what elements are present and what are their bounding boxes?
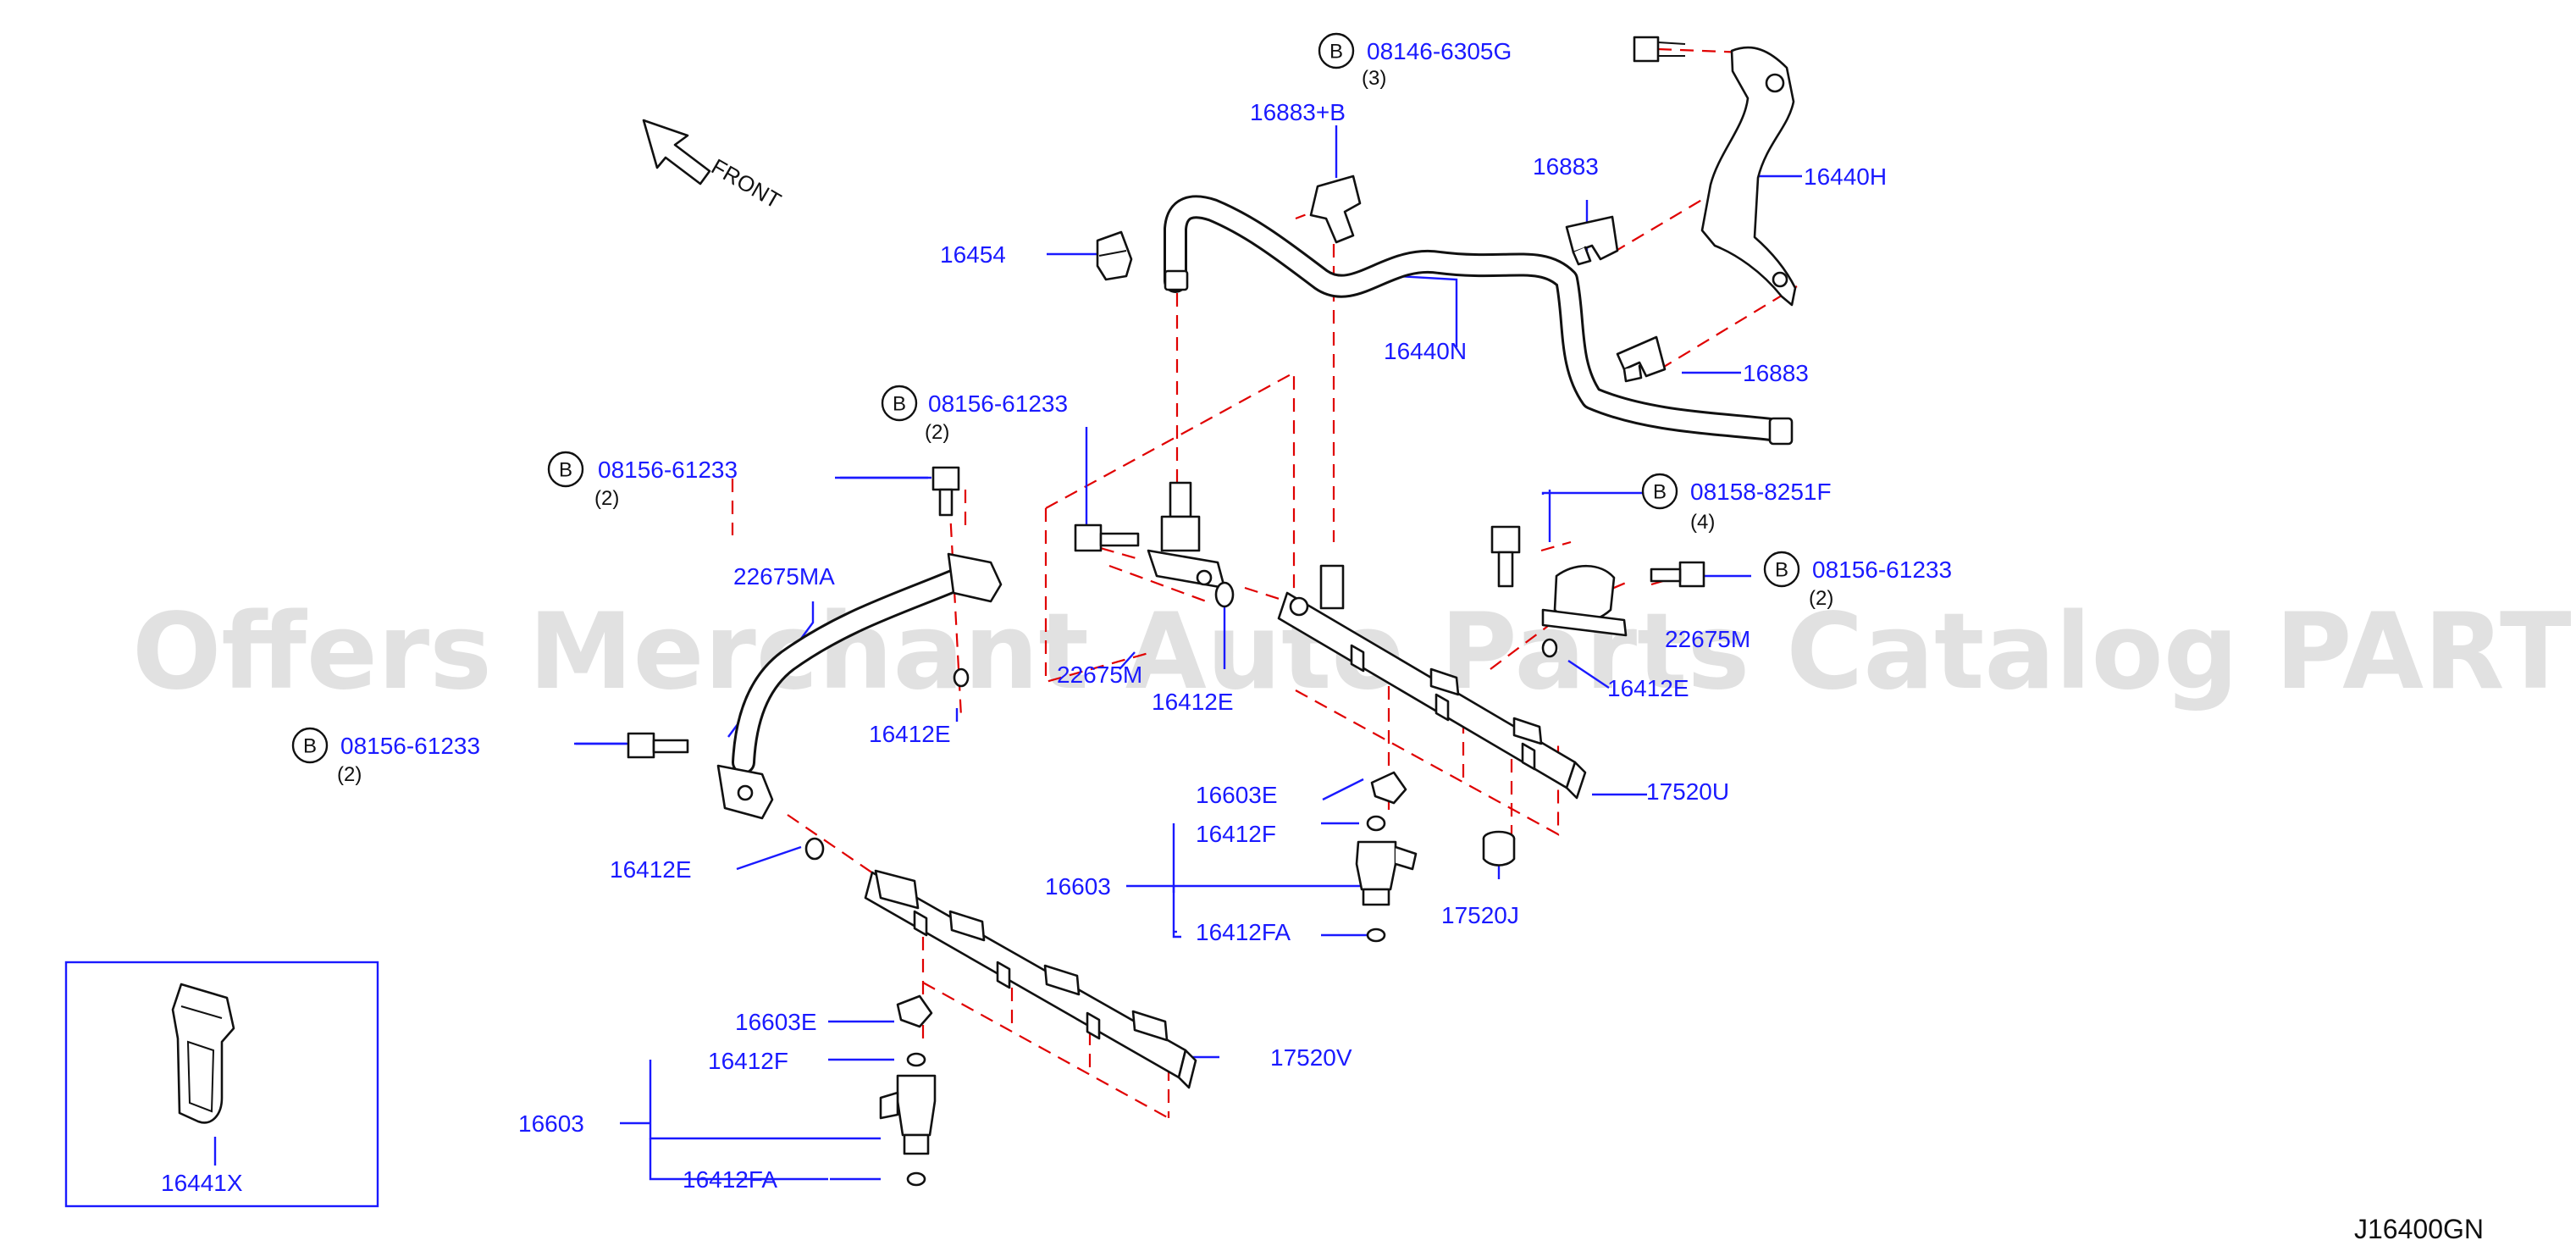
part-label-16412e-b[interactable]: 16412E — [1152, 689, 1234, 715]
bolt-part-number: 08156-61233 — [598, 457, 738, 483]
part-label-16603-a[interactable]: 16603 — [1045, 873, 1111, 900]
fuel-rail-17520u-part — [1277, 564, 1587, 800]
bolt-callout-08146-6305g[interactable]: B 08146-6305G (3) — [1318, 32, 1512, 90]
bolt-marker-b: B — [893, 393, 906, 416]
leader-lines — [213, 125, 1802, 1181]
clip-16883-lower-part — [1616, 335, 1667, 383]
part-label-16412e-a[interactable]: 16412E — [869, 721, 951, 747]
pressure-damper-right-part — [1541, 564, 1628, 637]
bolt-qty: (2) — [925, 421, 949, 444]
bolt-part-number: 08158-8251F — [1690, 479, 1832, 505]
part-label-16883b[interactable]: 16883+B — [1250, 99, 1346, 125]
part-label-16603-b[interactable]: 16603 — [518, 1110, 584, 1137]
clip-16441x-part — [171, 983, 235, 1124]
bolt-marker-b: B — [303, 735, 317, 758]
part-label-17520u[interactable]: 17520U — [1646, 778, 1729, 805]
part-label-16454[interactable]: 16454 — [940, 241, 1006, 268]
bolt-callout-08156-61233-center[interactable]: B 08156-61233 (2) — [881, 385, 1068, 444]
part-label-16883-b[interactable]: 16883 — [1743, 360, 1809, 386]
clip-16603e-parts — [896, 771, 1407, 1028]
front-arrow-icon — [642, 119, 711, 186]
clip-16454-part — [1096, 230, 1133, 281]
alignment-lines — [731, 47, 1798, 1119]
part-label-16412e-c[interactable]: 16412E — [1607, 675, 1689, 701]
bolt-part-number: 08156-61233 — [340, 733, 480, 759]
bolt-part-number: 08156-61233 — [1812, 557, 1952, 583]
bolt-marker-b: B — [1329, 41, 1343, 64]
bolt-center-left-part — [1074, 523, 1140, 552]
bolt-left-lower-part — [627, 732, 689, 759]
fuel-rail-17520v-part — [864, 869, 1197, 1089]
part-label-17520j[interactable]: 17520J — [1441, 902, 1519, 928]
clip-16883b-part — [1309, 174, 1362, 244]
bolt-qty: (3) — [1362, 67, 1386, 90]
part-label-22675m-right[interactable]: 22675M — [1665, 626, 1750, 652]
part-label-16440h[interactable]: 16440H — [1804, 163, 1887, 190]
part-label-16412fa-a[interactable]: 16412FA — [1196, 919, 1291, 945]
bolt-callout-08156-61233-right[interactable]: B 08156-61233 (2) — [1763, 551, 1952, 610]
bolt-qty: (2) — [594, 487, 619, 510]
bolt-qty: (2) — [1809, 587, 1833, 610]
front-label: FRONT — [707, 153, 786, 213]
part-label-22675m-center[interactable]: 22675M — [1057, 662, 1142, 688]
injector-lower-part — [879, 1052, 937, 1187]
insulator-17520j-part — [1482, 830, 1516, 867]
bolt-marker-b: B — [1775, 559, 1788, 582]
injector-upper-part — [1355, 815, 1418, 943]
part-label-16412e-d[interactable]: 16412E — [610, 856, 692, 883]
inset-box — [64, 961, 379, 1208]
bolt-marker-b: B — [1653, 481, 1667, 504]
bolt-left-upper-part — [931, 466, 960, 517]
bolt-right-part — [1650, 561, 1705, 588]
part-label-16603e-b[interactable]: 16603E — [735, 1009, 817, 1035]
part-label-16412f-b[interactable]: 16412F — [708, 1048, 788, 1074]
bolt-right-upper-part — [1490, 525, 1521, 588]
part-label-16441x[interactable]: 16441X — [161, 1170, 243, 1196]
clip-16883-upper-part — [1565, 215, 1619, 266]
fuel-tube-16440n-part — [1164, 195, 1794, 446]
bolt-callout-08158-8251f[interactable]: B 08158-8251F (4) — [1641, 473, 1832, 534]
crossover-tube-22675ma-part — [716, 552, 1003, 820]
part-label-16440n[interactable]: 16440N — [1384, 338, 1467, 364]
bolt-part-number: 08146-6305G — [1367, 38, 1512, 64]
part-label-16883-a[interactable]: 16883 — [1533, 153, 1599, 180]
bolt-qty: (2) — [337, 763, 362, 786]
pressure-damper-part — [1147, 481, 1226, 590]
bolt-callout-08156-61233-left-upper[interactable]: B 08156-61233 (2) — [547, 451, 738, 510]
part-label-22675ma[interactable]: 22675MA — [733, 563, 835, 590]
bolt-marker-b: B — [559, 459, 572, 482]
part-label-16412f-a[interactable]: 16412F — [1196, 821, 1276, 847]
o-ring-parts — [804, 581, 1558, 861]
bracket-16440h-part — [1700, 46, 1797, 307]
figure-code: J16400GN — [2354, 1214, 2484, 1244]
bolt-callout-08156-61233-left-lower[interactable]: B 08156-61233 (2) — [291, 727, 480, 786]
part-label-16603e-a[interactable]: 16603E — [1196, 782, 1278, 808]
part-label-17520v[interactable]: 17520V — [1270, 1044, 1352, 1071]
bolt-top-part — [1633, 36, 1686, 63]
part-label-16412fa-b[interactable]: 16412FA — [683, 1166, 777, 1193]
bolt-part-number: 08156-61233 — [928, 390, 1068, 417]
bolt-qty: (4) — [1690, 511, 1715, 534]
